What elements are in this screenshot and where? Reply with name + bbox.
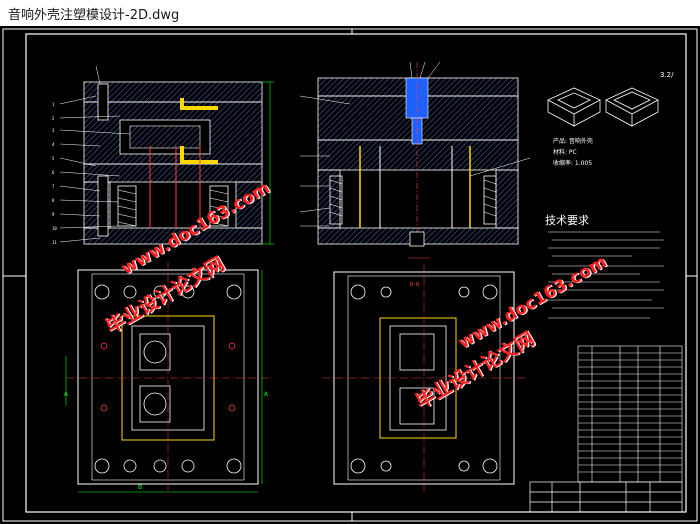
left-plan-view: [65, 262, 272, 493]
product-info-shrinkage: 收缩率: 1.005: [553, 160, 593, 167]
product-info-material: 材料: PC: [553, 149, 577, 156]
dim-label-b1: B: [138, 484, 143, 491]
dim-label-a2: A: [264, 391, 269, 398]
right-section-view: [299, 61, 531, 247]
section-label: B-B: [410, 282, 420, 288]
drawing-canvas[interactable]: 1 2 3 4 5 6 7 8 9 10 11: [0, 26, 700, 524]
right-plan-view: [322, 264, 526, 492]
cad-drawing: 1 2 3 4 5 6 7 8 9 10 11: [2, 28, 698, 522]
svg-text:4: 4: [52, 142, 55, 147]
parts-list-table: [577, 345, 683, 483]
roughness-mark: 3.2/: [660, 71, 674, 79]
inner-frame: [25, 33, 687, 513]
svg-text:11: 11: [52, 240, 57, 245]
svg-text:1: 1: [52, 102, 55, 107]
svg-text:10: 10: [52, 226, 57, 231]
tech-requirement-lines: [548, 231, 664, 319]
svg-text:2: 2: [52, 116, 55, 121]
product-info-name: 产品: 音响外壳: [553, 138, 593, 145]
dim-label-b2: B: [144, 258, 149, 265]
title-bar: 音响外壳注塑模设计-2D.dwg: [0, 0, 700, 27]
svg-text:6: 6: [52, 170, 55, 175]
tech-requirements-title: 技术要求: [545, 214, 589, 227]
svg-text:5: 5: [52, 156, 55, 161]
svg-text:9: 9: [52, 212, 55, 217]
left-section-view: 1 2 3 4 5 6 7 8 9 10 11: [52, 65, 274, 245]
svg-text:8: 8: [52, 198, 55, 203]
product-3d-views: [547, 87, 659, 127]
dim-label-a1: A: [64, 391, 69, 398]
window-title: 音响外壳注塑模设计-2D.dwg: [8, 8, 180, 23]
title-block: [529, 481, 683, 513]
outer-frame: [2, 28, 698, 522]
svg-text:3: 3: [52, 128, 55, 133]
svg-text:7: 7: [52, 184, 55, 189]
